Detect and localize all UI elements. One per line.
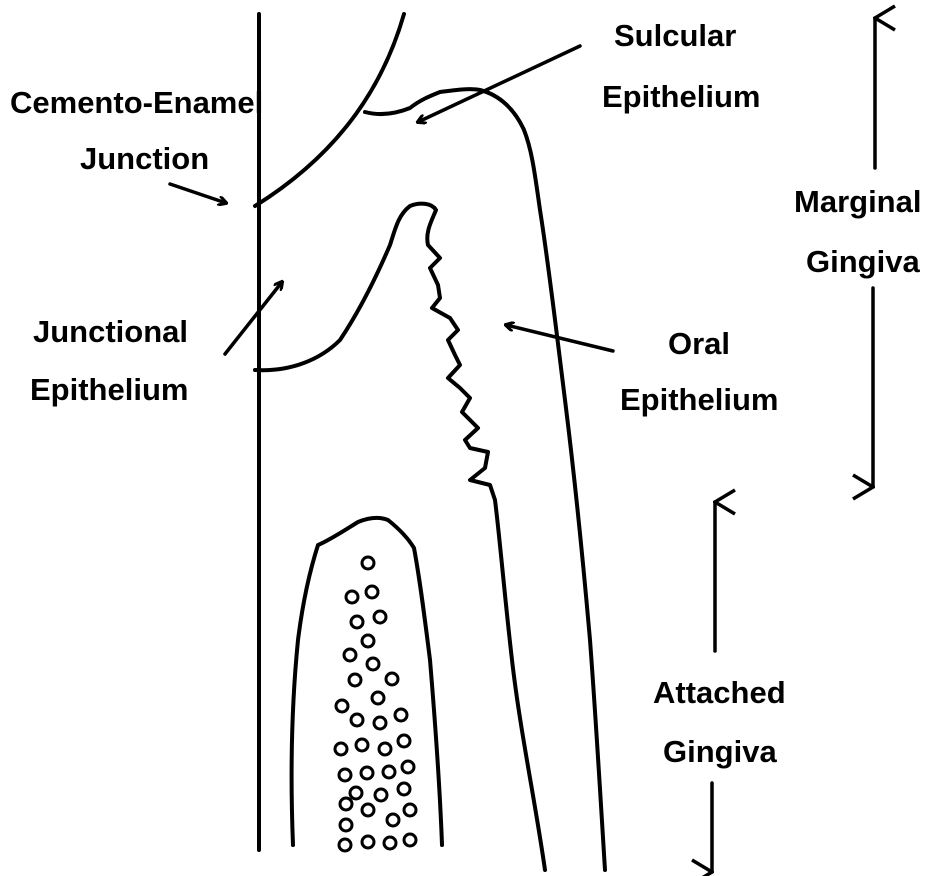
cej-label-line2: Junction xyxy=(80,141,209,176)
sulcular-label-line1: Sulcular xyxy=(614,18,736,53)
attached-label-line1: Attached xyxy=(653,675,786,710)
junctional-pointer-arrow xyxy=(225,282,282,354)
sulcular-pointer-arrow xyxy=(418,46,580,122)
sulcular-label-line2: Epithelium xyxy=(602,79,760,114)
cej-label-line1: Cemento-Enamel xyxy=(10,85,263,120)
marginal-label-line1: Marginal xyxy=(794,184,921,219)
oral-label-line2: Epithelium xyxy=(620,382,778,417)
gingiva-outer-contour xyxy=(365,89,605,870)
marginal-label-line2: Gingiva xyxy=(806,244,920,279)
attached-label-line2: Gingiva xyxy=(663,734,777,769)
cej-pointer-arrow xyxy=(170,184,226,203)
epithelium-boundary xyxy=(255,204,545,870)
enamel-curve xyxy=(255,14,404,206)
cell-cluster xyxy=(335,557,416,851)
junctional-label-line1: Junctional xyxy=(33,314,188,349)
junctional-label-line2: Epithelium xyxy=(30,372,188,407)
oral-label-line1: Oral xyxy=(668,326,730,361)
